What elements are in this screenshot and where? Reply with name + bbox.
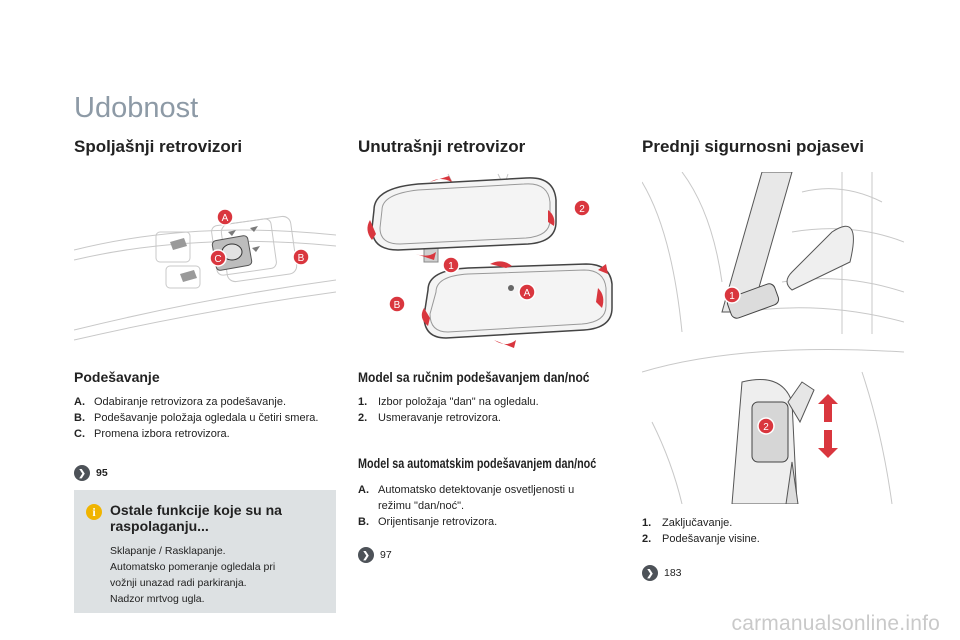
list-item: 1.Zaključavanje.: [642, 517, 733, 529]
figure-label-2: 2: [763, 422, 769, 433]
seatbelt-height-figure: 2: [642, 349, 904, 504]
chevron-right-icon: ❯: [642, 565, 658, 581]
figure-label-a: A: [524, 288, 531, 299]
info-icon: i: [86, 504, 102, 520]
automatic-model-list: A.Automatsko detektovanje osvetljenosti …: [358, 482, 608, 530]
figure-label-a: A: [222, 213, 229, 224]
section-title-exterior-mirrors: Spoljašnji retrovizori: [74, 137, 243, 156]
manual-model-list: 1.Izbor položaja "dan" na ogledalu. 2.Us…: [358, 394, 608, 426]
figure-label-c: C: [214, 254, 221, 265]
list-item: B.Orijentisanje retrovizora.: [358, 516, 498, 528]
figure-label-2: 2: [579, 204, 585, 215]
page-title: Udobnost: [74, 92, 199, 124]
figure-label-1: 1: [448, 261, 454, 272]
callout-line: Nadzor mrtvog ugla.: [110, 593, 205, 605]
exterior-mirror-list: A.Odabiranje retrovizora za podešavanje.…: [74, 394, 324, 442]
callout-heading: Ostale funkcije koje su na raspolaganju.…: [110, 502, 282, 534]
watermark: carmanualsonline.info: [731, 612, 940, 635]
figure-label-b: B: [298, 253, 305, 264]
list-item: B.Podešavanje položaja ogledala u četiri…: [74, 412, 319, 424]
page-reference-95[interactable]: ❯ 95: [74, 465, 108, 481]
page-reference-97[interactable]: ❯ 97: [358, 547, 392, 563]
list-item: A.Odabiranje retrovizora za podešavanje.: [74, 396, 287, 408]
callout-line: Sklapanje / Rasklapanje.: [110, 545, 226, 557]
chevron-right-icon: ❯: [358, 547, 374, 563]
figure-label-1: 1: [729, 291, 735, 302]
page-reference-183[interactable]: ❯ 183: [642, 565, 682, 581]
list-item: 1.Izbor položaja "dan" na ogledalu.: [358, 396, 539, 408]
seatbelt-list: 1.Zaključavanje. 2.Podešavanje visine.: [642, 515, 892, 547]
interior-mirror-figure: 2 1 A B: [367, 173, 613, 348]
list-item: A.Automatsko detektovanje osvetljenosti …: [358, 484, 575, 512]
exterior-mirror-control-figure: A B C: [74, 208, 336, 341]
info-callout: i Ostale funkcije koje su na raspolaganj…: [74, 490, 336, 613]
section-title-interior-mirror: Unutrašnji retrovizor: [358, 137, 526, 156]
list-item: C.Promena izbora retrovizora.: [74, 428, 230, 440]
seatbelt-lock-figure: 1: [642, 172, 904, 334]
chevron-right-icon: ❯: [74, 465, 90, 481]
figure-label-b: B: [394, 300, 401, 311]
list-item: 2.Usmeravanje retrovizora.: [358, 412, 501, 424]
list-item: 2.Podešavanje visine.: [642, 533, 760, 545]
callout-line: Automatsko pomeranje ogledala pri: [110, 561, 276, 573]
callout-line: vožnji unazad radi parkiranja.: [110, 577, 247, 589]
section-title-front-seatbelts: Prednji sigurnosni pojasevi: [642, 137, 864, 156]
subtitle-automatic-model: Model sa automatskim podešavanjem dan/no…: [358, 456, 597, 471]
subtitle-adjustment: Podešavanje: [74, 369, 160, 385]
subtitle-manual-model: Model sa ručnim podešavanjem dan/noć: [358, 369, 590, 385]
